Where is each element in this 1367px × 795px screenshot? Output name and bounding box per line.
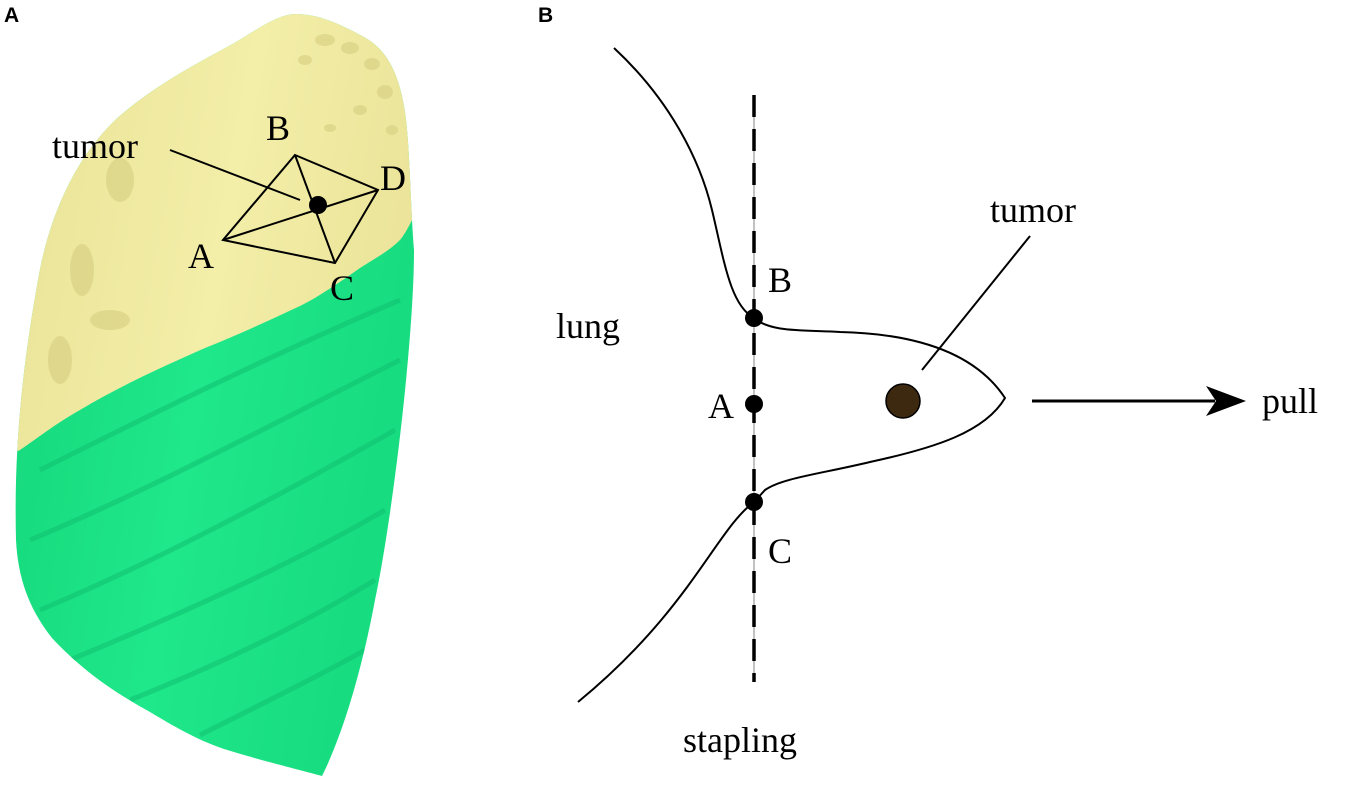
pull-arrow: [1032, 386, 1246, 416]
panel-b-tumor-label: tumor: [990, 190, 1076, 230]
lung-surface-bumps: [48, 34, 398, 384]
tumor-diagonal-ac: [222, 189, 379, 241]
lung-boundary: [577, 47, 1007, 703]
point-c-dot: [745, 493, 763, 511]
panel-a-label-d: D: [380, 158, 406, 198]
panel-b-label-c: C: [768, 531, 792, 571]
lung-3d-model: tumor B D A C: [15, 14, 414, 776]
point-a-dot: [745, 395, 763, 413]
panel-a-letter: A: [4, 4, 19, 27]
tumor-center-dot: [309, 196, 327, 214]
panel-a: A: [4, 4, 414, 776]
panel-b-label-a: A: [708, 386, 734, 426]
panel-a-label-b: B: [266, 108, 290, 148]
tumor-dot: [885, 383, 921, 419]
pull-arrowhead: [1206, 386, 1246, 416]
stapling-label: stapling: [683, 720, 797, 760]
panel-b-label-b: B: [768, 260, 792, 300]
point-b-dot: [745, 309, 763, 327]
pulled-tissue-outline: [753, 317, 1007, 503]
lung-boundary-lower: [577, 501, 755, 703]
panel-b-letter: B: [538, 4, 553, 27]
pull-label: pull: [1262, 381, 1318, 421]
tumor-pointer-line: [921, 235, 1031, 371]
panel-a-tumor-label: tumor: [52, 126, 138, 166]
lung-label: lung: [556, 306, 620, 346]
lung-boundary-upper: [613, 47, 755, 319]
panel-a-label-c: C: [330, 268, 354, 308]
panel-a-label-a: A: [188, 236, 214, 276]
panel-b: B lung tumor B A C pull stapling: [538, 4, 1318, 760]
tumor-leader-line: [169, 149, 301, 201]
lung-surface-ridges: [29, 297, 402, 738]
